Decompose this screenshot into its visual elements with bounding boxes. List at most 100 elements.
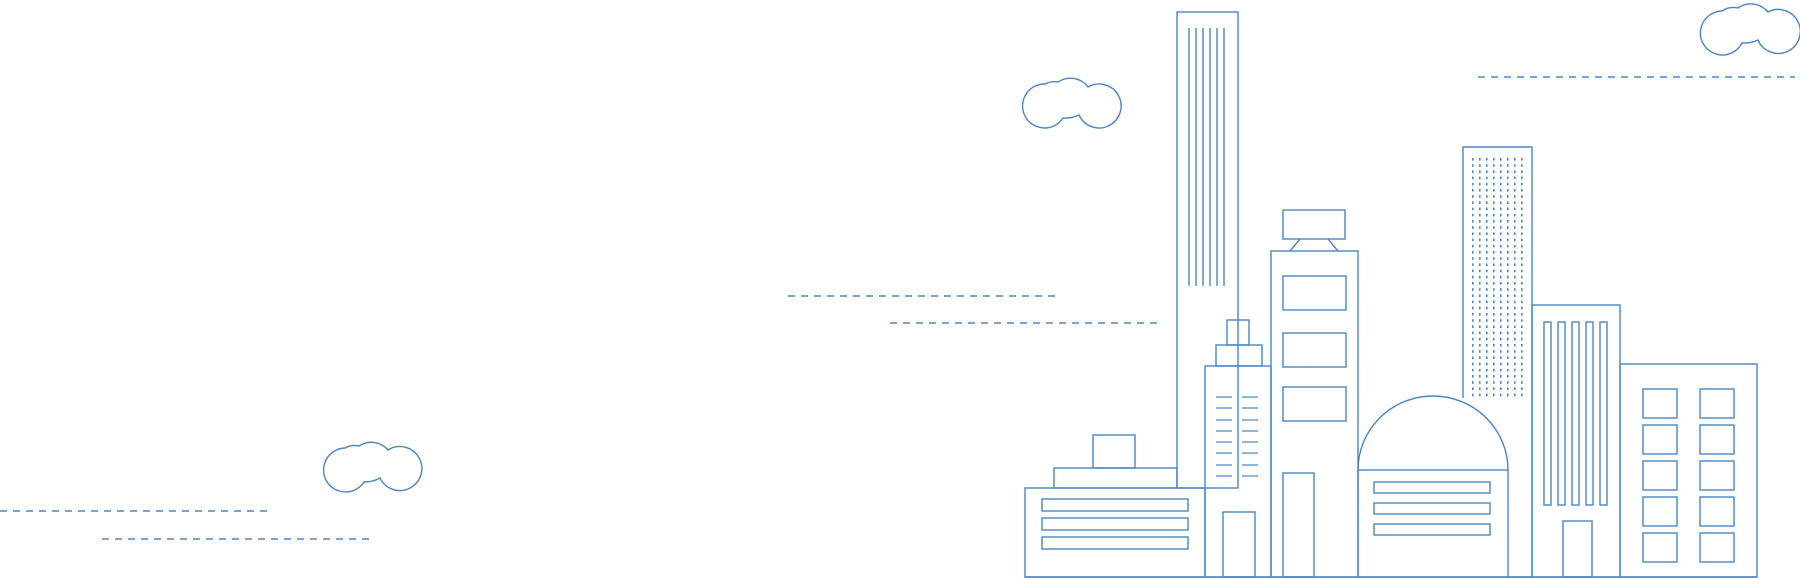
window-dot (1479, 375, 1481, 378)
window-dot (1507, 182, 1509, 186)
window-dot (1493, 331, 1495, 335)
window-dot (1500, 368, 1502, 372)
window-dot (1486, 313, 1488, 316)
window-dot (1507, 356, 1509, 359)
window-dot (1493, 356, 1495, 359)
building-tall-tower (1176, 11, 1239, 489)
window-dot (1486, 226, 1488, 229)
window-dot (1500, 170, 1502, 173)
building-window-grid (1619, 363, 1758, 578)
window-dot (1507, 393, 1509, 397)
window-dot (1507, 275, 1509, 279)
window-dot (1507, 319, 1509, 322)
window-dot (1500, 375, 1502, 378)
window-dot (1479, 325, 1481, 328)
window-dot (1493, 350, 1495, 353)
window-dot (1472, 170, 1474, 173)
window-dot (1514, 356, 1516, 359)
window-dot (1479, 269, 1481, 273)
window-dot (1493, 282, 1495, 285)
window-dot (1472, 356, 1474, 359)
window-dot (1479, 189, 1481, 192)
window-dot (1493, 158, 1495, 161)
window-dot (1514, 350, 1516, 353)
window-dot (1500, 244, 1502, 248)
window-dot (1486, 393, 1488, 397)
window-dot (1486, 325, 1488, 328)
window-dot (1493, 226, 1495, 229)
window-dot (1479, 232, 1481, 235)
window-dot (1521, 220, 1523, 223)
window-dot (1507, 331, 1509, 335)
window-dot (1507, 313, 1509, 316)
window-dot (1493, 387, 1495, 390)
window-dot (1472, 387, 1474, 390)
window-dot (1486, 319, 1488, 322)
window-dot (1486, 350, 1488, 353)
window-dot (1507, 244, 1509, 248)
window-dot (1500, 257, 1502, 260)
window-dot (1521, 182, 1523, 186)
window-dot (1472, 282, 1474, 285)
window-dot (1521, 306, 1523, 310)
window-dot (1486, 257, 1488, 260)
window-dot (1514, 158, 1516, 161)
window-dot (1514, 368, 1516, 372)
window-dot (1486, 189, 1488, 192)
window-dot (1479, 294, 1481, 297)
window-dot (1500, 300, 1502, 304)
window-dot (1472, 294, 1474, 297)
window-dot (1521, 251, 1523, 254)
window-dot (1472, 207, 1474, 211)
window-dot (1507, 158, 1509, 161)
window-dot (1472, 300, 1474, 304)
window-dot (1500, 251, 1502, 254)
window-dot (1472, 350, 1474, 353)
window-dot (1521, 195, 1523, 198)
window-dot (1486, 288, 1488, 291)
window-dot (1486, 195, 1488, 198)
window-dot (1514, 226, 1516, 229)
building-billboard-tower (1270, 209, 1359, 578)
window-dot (1472, 189, 1474, 192)
window-dot (1521, 313, 1523, 316)
window-dot (1486, 251, 1488, 254)
window-dot (1493, 213, 1495, 217)
window-dot (1521, 344, 1523, 347)
window-dot (1514, 282, 1516, 285)
window-dot (1521, 263, 1523, 266)
window-dot (1493, 275, 1495, 279)
window-dot (1514, 251, 1516, 254)
window-dot (1479, 350, 1481, 353)
window-dot (1479, 263, 1481, 266)
window-dot (1493, 306, 1495, 310)
window-dot (1507, 232, 1509, 235)
window-dot (1521, 393, 1523, 397)
window-dot (1514, 189, 1516, 192)
window-dot (1493, 251, 1495, 254)
window-dot (1486, 306, 1488, 310)
window-dot (1486, 337, 1488, 341)
window-dot (1486, 381, 1488, 384)
window-dot (1493, 238, 1495, 242)
window-dot (1486, 201, 1488, 204)
window-dot (1486, 375, 1488, 378)
window-dot (1472, 164, 1474, 167)
window-dot (1507, 207, 1509, 211)
window-dot (1521, 207, 1523, 211)
window-dot (1514, 319, 1516, 322)
window-dot (1486, 263, 1488, 266)
window-dot (1500, 238, 1502, 242)
window-dot (1486, 331, 1488, 335)
window-dot (1472, 306, 1474, 310)
window-dot (1493, 263, 1495, 266)
cloud-icon (1699, 3, 1800, 56)
window-dot (1479, 344, 1481, 347)
window-dot (1500, 325, 1502, 328)
window-dot (1514, 201, 1516, 204)
window-dot (1472, 319, 1474, 322)
window-dot (1472, 257, 1474, 260)
window-dot (1479, 356, 1481, 359)
dashed-wind-lines (0, 76, 1795, 540)
window-dot (1472, 331, 1474, 335)
